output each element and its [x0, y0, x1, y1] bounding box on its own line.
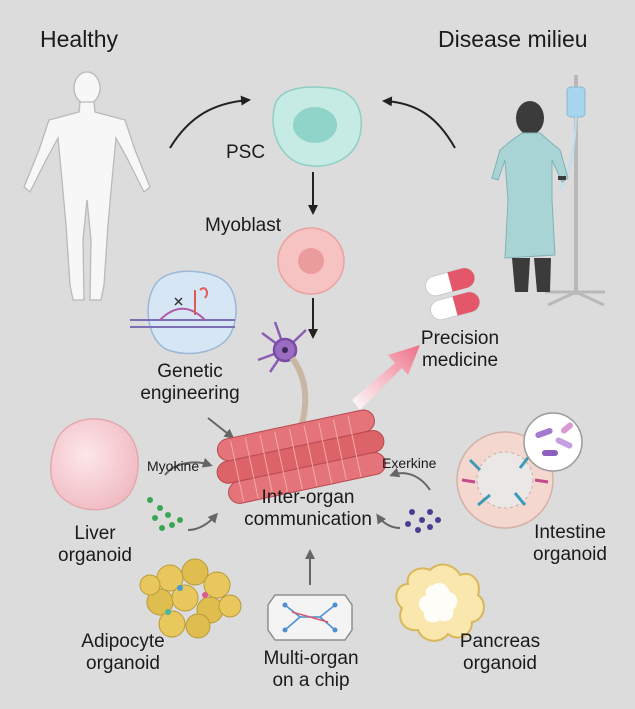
myokine-arrow-lower [187, 512, 218, 531]
adipocyte-organoid-line2: organoid [86, 652, 160, 674]
psc-cell [272, 86, 362, 167]
plasmid-icon [130, 270, 237, 355]
intestine-organoid-label: Intestine organoid [520, 522, 620, 566]
inter-organ-line1: Inter-organ [261, 487, 355, 508]
genetic-engineering-label: Genetic engineering [135, 361, 245, 405]
liver-organoid [50, 418, 139, 511]
pancreas-organoid-line1: Pancreas [459, 631, 541, 652]
genetic-to-muscle-arrow [207, 417, 235, 439]
genetic-engineering-line2: engineering [140, 382, 240, 404]
disease-to-psc-arrow [382, 96, 456, 149]
precision-medicine-line1: Precision [420, 328, 500, 349]
myokine-dots [147, 497, 183, 531]
liver-organoid-label: Liver organoid [50, 523, 140, 567]
exerkine-dots [405, 509, 441, 533]
healthy-label: Healthy [40, 26, 118, 52]
patient-figure [491, 75, 605, 307]
inter-organ-communication-label: Inter-organ communication [233, 487, 383, 531]
capsule-icons [425, 267, 480, 321]
organ-chip-icon [267, 594, 353, 641]
precision-medicine-label: Precision medicine [410, 328, 510, 372]
inter-organ-line2: communication [244, 508, 372, 530]
multi-organ-chip-line2: on a chip [272, 669, 350, 691]
myoblast-label: Myoblast [205, 215, 282, 236]
exerkine-arrow-upper [389, 467, 431, 491]
disease-milieu-label: Disease milieu [438, 26, 588, 52]
adipocyte-organoid [139, 558, 242, 639]
myoblast-cell [277, 227, 345, 295]
multi-organ-chip-line1: Multi-organ [263, 648, 359, 669]
pancreas-organoid-label: Pancreas organoid [450, 631, 550, 675]
intestine-organoid-line2: organoid [533, 543, 607, 565]
liver-organoid-line1: Liver [74, 523, 116, 544]
exerkine-arrow-lower [376, 513, 401, 529]
multi-organ-chip-label: Multi-organ on a chip [248, 648, 374, 692]
precision-medicine-arrow [352, 345, 420, 410]
myokine-arrow-upper [164, 458, 213, 476]
myokine-label: Myokine [147, 458, 200, 474]
adipocyte-organoid-label: Adipocyte organoid [68, 631, 178, 675]
microbiome-icon [523, 412, 583, 472]
exerkine-label: Exerkine [382, 455, 437, 471]
healthy-human-figure [23, 71, 151, 301]
intestine-organoid-line1: Intestine [534, 522, 606, 543]
psc-label: PSC [226, 142, 266, 163]
pancreas-organoid-line2: organoid [463, 652, 537, 674]
liver-organoid-line2: organoid [58, 544, 132, 566]
pancreas-organoid [395, 563, 485, 642]
precision-medicine-line2: medicine [421, 349, 499, 371]
muscle-fibers [216, 409, 387, 504]
adipocyte-organoid-line1: Adipocyte [81, 631, 165, 652]
healthy-to-psc-arrow [169, 95, 251, 149]
genetic-engineering-line1: Genetic [157, 361, 223, 382]
